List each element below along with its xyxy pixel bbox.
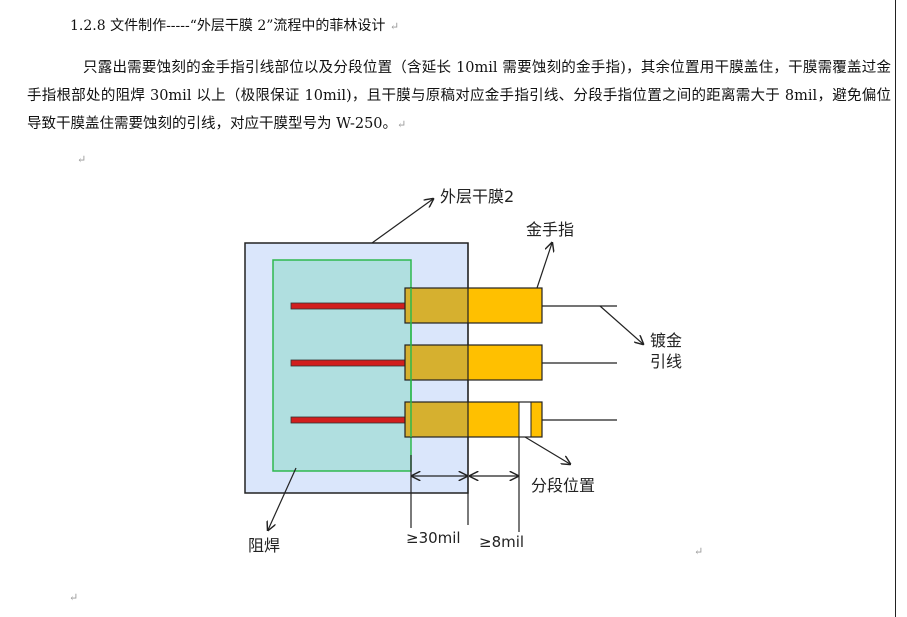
label-plating-lead: 镀金 xyxy=(650,331,682,350)
body-paragraph: 只露出需要蚀刻的金手指引线部位以及分段位置（含延长 10mil 需要蚀刻的金手指… xyxy=(27,54,891,139)
plating-leads xyxy=(542,305,617,421)
gold-finger-2 xyxy=(290,345,542,380)
section-heading: 1.2.8 文件制作-----“外层干膜 2”流程中的菲林设计 ↵ xyxy=(70,15,399,35)
page-margin-line xyxy=(895,0,896,617)
paragraph-mark: ↵ xyxy=(77,153,87,166)
callout-arrows xyxy=(268,199,643,530)
label-gold-finger: 金手指 xyxy=(526,220,574,239)
label-dim-30mil: ≥30mil xyxy=(406,529,461,547)
label-plating-lead: 引线 xyxy=(650,352,682,371)
label-dry-film: 外层干膜2 xyxy=(440,187,514,206)
paragraph-mark: ↵ xyxy=(69,591,79,604)
label-dim-8mil: ≥8mil xyxy=(479,533,524,551)
dimension-lines xyxy=(410,437,520,532)
paragraph-mark: ↵ xyxy=(694,545,704,558)
heading-text: 1.2.8 文件制作-----“外层干膜 2”流程中的菲林设计 xyxy=(70,18,386,34)
gold-finger-3 xyxy=(290,401,542,438)
paragraph-text: 只露出需要蚀刻的金手指引线部位以及分段位置（含延长 10mil 需要蚀刻的金手指… xyxy=(27,60,891,132)
segment-gap xyxy=(518,401,532,438)
label-solder-mask: 阻焊 xyxy=(248,536,280,555)
label-segment-position: 分段位置 xyxy=(531,476,595,495)
paragraph-mark: ↵ xyxy=(397,118,407,131)
paragraph-mark: ↵ xyxy=(389,20,400,33)
gold-finger-1 xyxy=(290,288,542,323)
